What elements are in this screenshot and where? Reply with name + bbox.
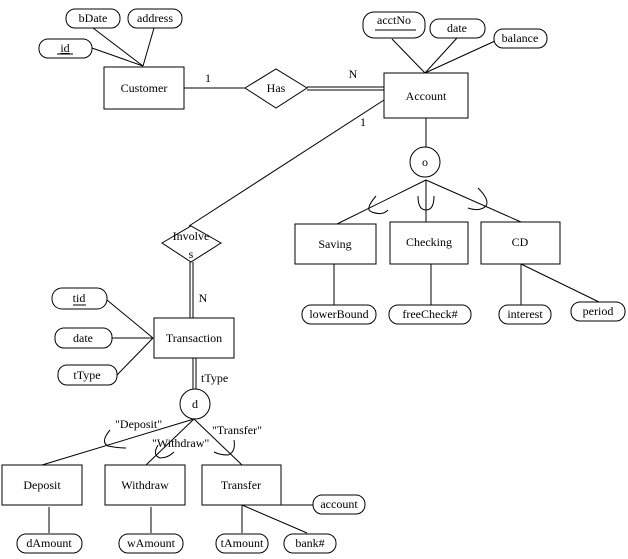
discriminator-ttype: tType: [201, 371, 228, 385]
attribute-account-acctno-label: acctNo: [377, 13, 411, 27]
attribute-customer-address[interactable]: address: [127, 8, 183, 29]
line-transaction-ttype: [116, 337, 154, 376]
attribute-transaction-tid-label: tid: [73, 291, 86, 305]
attribute-transaction-ttype[interactable]: tType: [57, 364, 118, 386]
attribute-account-acctno[interactable]: acctNo: [362, 11, 426, 39]
cardinality-involves-transaction: N: [199, 291, 208, 305]
entity-transaction-label: Transaction: [166, 331, 222, 345]
entity-saving-label: Saving: [318, 237, 351, 251]
subset-icon-cd: [467, 187, 488, 211]
attribute-saving-lowerbound[interactable]: lowerBound: [301, 304, 377, 325]
attribute-saving-lowerbound-label: lowerBound: [309, 307, 368, 321]
attribute-transfer-bank[interactable]: bank#: [283, 533, 337, 554]
line-transfer-bank: [241, 504, 308, 534]
specialization-overlap: o: [409, 146, 441, 178]
specialization-disjoint: d: [179, 388, 211, 420]
attribute-transfer-tamount[interactable]: tAmount: [215, 533, 269, 554]
attribute-transfer-bank-label: bank#: [295, 536, 324, 550]
attribute-transfer-account[interactable]: account: [312, 494, 366, 515]
attribute-transaction-ttype-label: tType: [73, 368, 100, 382]
subset-icon-transfer: [213, 439, 235, 456]
entity-cd-label: CD: [512, 235, 529, 249]
entity-deposit[interactable]: Deposit: [1, 464, 83, 506]
line-cd-period: [520, 263, 600, 303]
attribute-customer-bdate-label: bDate: [79, 11, 108, 25]
attribute-account-date[interactable]: date: [429, 18, 486, 39]
cardinality-has-account: N: [349, 67, 358, 81]
entity-saving[interactable]: Saving: [294, 223, 377, 265]
attribute-account-balance[interactable]: balance: [493, 28, 548, 49]
entity-account-label: Account: [406, 89, 447, 103]
line-disjoint-transfer: [193, 418, 243, 466]
relationship-involves[interactable]: Involve s: [161, 225, 222, 263]
attribute-customer-id[interactable]: id: [38, 38, 93, 59]
condition-withdraw: "Withdraw": [152, 436, 209, 450]
attribute-transaction-tid[interactable]: tid: [51, 287, 108, 310]
entity-cd[interactable]: CD: [480, 221, 561, 265]
subset-icon-saving: [368, 195, 389, 215]
attribute-customer-address-label: address: [137, 11, 173, 25]
entity-transfer[interactable]: Transfer: [201, 464, 282, 506]
subset-icon-checking: [417, 195, 435, 211]
overlap-symbol: o: [422, 155, 428, 169]
attribute-transfer-account-label: account: [320, 497, 358, 511]
line-overlap-cd: [425, 179, 522, 223]
condition-transfer: "Transfer": [212, 423, 262, 437]
condition-deposit: "Deposit": [115, 417, 162, 431]
attribute-transaction-date-label: date: [73, 331, 93, 345]
attribute-cd-period[interactable]: period: [570, 301, 626, 322]
line-customer-address: [142, 27, 155, 67]
cardinality-has-customer: 1: [205, 71, 211, 85]
attribute-checking-freecheck-label: freeCheck#: [402, 307, 457, 321]
entity-deposit-label: Deposit: [23, 478, 61, 492]
subset-icon-withdraw: [154, 444, 175, 459]
entity-transaction[interactable]: Transaction: [153, 317, 235, 359]
entity-account[interactable]: Account: [383, 72, 469, 119]
attribute-customer-id-label: id: [60, 41, 69, 55]
line-account-date: [424, 37, 458, 74]
subset-symbols: [104, 187, 488, 459]
attribute-account-date-label: date: [447, 21, 467, 35]
entity-customer[interactable]: Customer: [103, 66, 185, 110]
attribute-deposit-damount-label: dAmount: [26, 536, 72, 550]
entity-withdraw[interactable]: Withdraw: [104, 464, 186, 506]
relationship-has-label: Has: [267, 81, 286, 95]
line-account-acctno: [391, 38, 426, 74]
connector-lines: [41, 27, 600, 534]
attribute-cd-interest-label: interest: [507, 307, 543, 321]
line-account-balance: [424, 40, 496, 74]
attribute-account-balance-label: balance: [502, 31, 539, 45]
attribute-deposit-damount[interactable]: dAmount: [16, 533, 83, 554]
line-account-involves: [188, 99, 385, 227]
entity-customer-label: Customer: [121, 81, 168, 95]
entity-transfer-label: Transfer: [221, 478, 261, 492]
attribute-cd-interest[interactable]: interest: [498, 304, 552, 325]
attribute-customer-bdate[interactable]: bDate: [65, 8, 121, 29]
line-transaction-tid: [106, 299, 154, 339]
subset-icon-deposit: [104, 429, 127, 449]
cardinality-involves-account: 1: [360, 115, 366, 129]
line-overlap-saving: [336, 179, 427, 225]
line-disjoint-withdraw: [145, 418, 195, 466]
entity-checking-label: Checking: [406, 235, 452, 249]
entity-checking[interactable]: Checking: [389, 221, 469, 265]
attribute-cd-period-label: period: [583, 304, 614, 318]
line-customer-id: [91, 47, 144, 67]
relationship-has[interactable]: Has: [244, 68, 308, 109]
line-customer-bdate: [92, 27, 144, 67]
relationship-involves-label-line2: s: [189, 247, 194, 261]
attribute-withdraw-wamount[interactable]: wAmount: [118, 533, 184, 554]
attribute-transaction-date[interactable]: date: [54, 327, 113, 349]
attribute-withdraw-wamount-label: wAmount: [127, 536, 176, 550]
disjoint-symbol: d: [192, 397, 198, 411]
attribute-transfer-tamount-label: tAmount: [221, 536, 264, 550]
line-disjoint-deposit: [41, 418, 195, 466]
relationship-involves-label-line1: Involve: [173, 229, 210, 243]
attribute-checking-freecheck[interactable]: freeCheck#: [388, 304, 472, 325]
entity-withdraw-label: Withdraw: [121, 478, 169, 492]
